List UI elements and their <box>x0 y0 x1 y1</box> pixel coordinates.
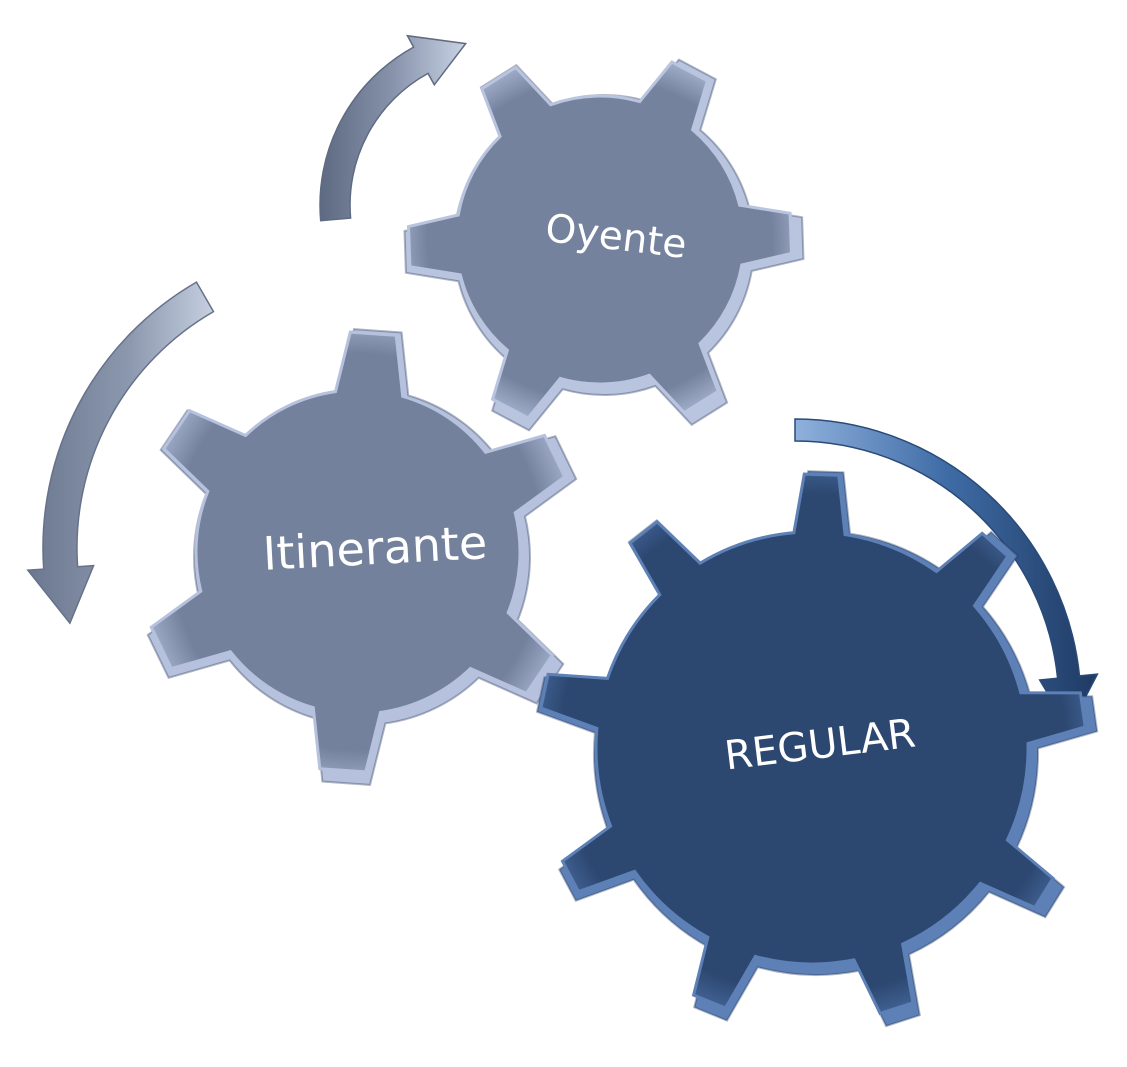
curved-arrow-top <box>319 34 468 222</box>
gear-regular: REGULAR <box>535 470 1099 1028</box>
gear-label-itinerante: Itinerante <box>262 515 489 581</box>
curved-arrow-left <box>26 281 215 625</box>
gear-regular-body <box>539 472 1087 1016</box>
gear-oyente-body <box>406 60 794 420</box>
gear-itinerante: Itinerante <box>146 328 578 786</box>
gear-oyente: Oyente <box>403 58 805 432</box>
gear-itinerante-body <box>149 330 567 774</box>
